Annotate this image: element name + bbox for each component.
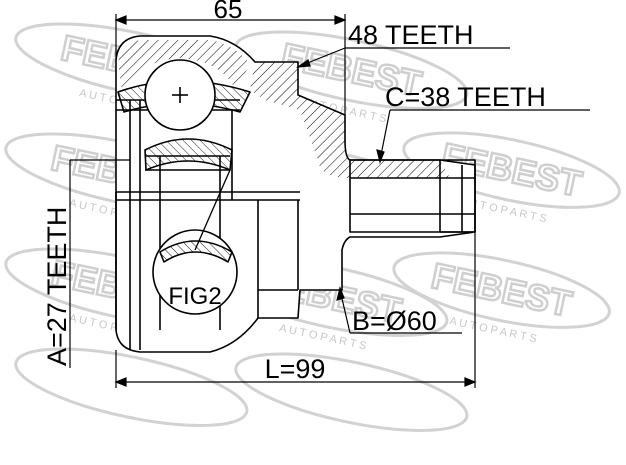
outer-teeth-label: 48 TEETH [348,20,474,50]
b-diameter-label: B=Ø60 [352,306,437,336]
fig2-label: FIG2 [168,283,221,310]
dimension-65-label: 65 [214,0,243,24]
housing-hatch-upper [250,62,450,178]
shaft-spline [349,159,476,233]
joint-drawing [115,35,476,353]
c-teeth-label: C=38 TEETH [385,82,546,112]
housing-hatch-bell [118,40,250,92]
a-teeth-label: A=27 TEETH [42,207,72,366]
dimension-lines [69,14,590,388]
length-label: L=99 [265,354,326,384]
